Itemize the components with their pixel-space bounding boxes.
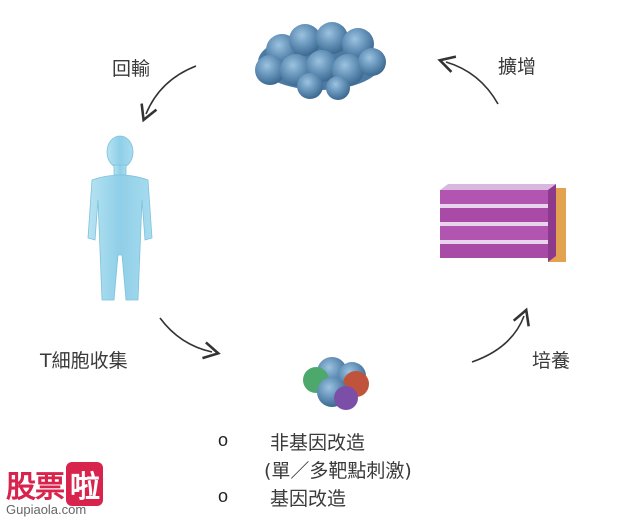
modified-cells-icon [303,357,369,410]
return-label: 回輸 [112,58,151,80]
arrow-expand [437,55,499,105]
arrow-return [140,65,197,123]
arrow-culture [471,307,530,363]
option-bullet: o [218,486,229,506]
culture-flask-stack-icon [440,184,566,262]
t-cell-collection-label: T細胞收集 [40,350,128,372]
option-stimulation-note: (單／多靶點刺激) [264,460,412,482]
option-genetic-label: 基因改造 [270,488,347,510]
watermark-url: Gupiaola.com [6,502,87,517]
human-body-icon [87,135,153,301]
arrow-collect [159,317,221,360]
expanded-cell-cluster-icon [255,22,386,100]
option-bullet: o [218,430,229,450]
expand-label: 擴增 [498,56,537,78]
watermark-logo: 股票啦 [6,462,103,506]
watermark-brand-badge: 啦 [66,462,103,506]
watermark-brand-text: 股票 [6,470,65,505]
option-non-genetic-label: 非基因改造 [270,432,366,454]
culture-label: 培養 [532,350,571,372]
